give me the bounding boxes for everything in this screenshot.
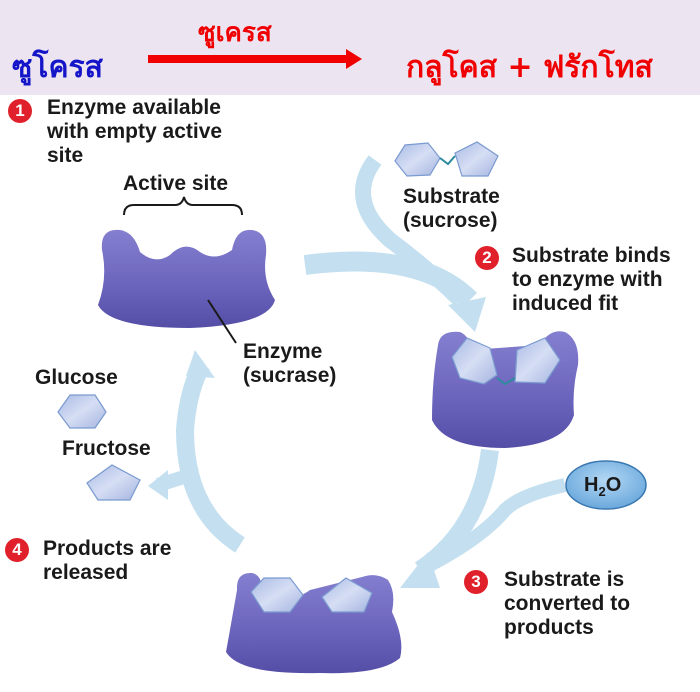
reaction-arrow	[148, 49, 362, 69]
water-label: H2O	[584, 473, 621, 504]
water-subscript: 2	[598, 484, 606, 499]
substrate-label-line-1: Substrate	[403, 185, 500, 208]
cycle-arrow-1-to-2	[303, 155, 486, 332]
water-h: H	[584, 474, 599, 496]
enzyme-label-line-2: (sucrase)	[243, 364, 337, 387]
step-1-text: Enzyme available with empty active site	[47, 96, 222, 168]
products-label: กลูโคส + ฟรักโทส	[406, 50, 653, 85]
cycle-arrow-4-to-1	[148, 350, 246, 553]
enzyme-with-products	[226, 572, 402, 674]
step-3-line-3: products	[504, 616, 594, 639]
active-site-label: Active site	[123, 172, 229, 195]
active-site-bracket	[123, 196, 243, 216]
step-1-badge: 1	[8, 99, 32, 123]
title-banner	[0, 0, 700, 95]
step-4-text: Products are released	[43, 537, 171, 585]
step-2-badge: 2	[475, 246, 499, 270]
cycle-arrow-2-to-3	[400, 448, 567, 588]
step-1-line-2: with empty active	[47, 120, 223, 143]
enzyme-label: ซูเครส	[198, 18, 272, 48]
step-2-line-1: Substrate binds	[512, 244, 671, 267]
enzyme-pointer-line	[207, 299, 237, 344]
step-1-line-1: Enzyme available	[47, 96, 221, 119]
enzyme-substrate-complex	[432, 331, 579, 448]
reactant-label: ซูโครส	[12, 50, 103, 85]
enzyme-empty	[98, 229, 275, 328]
step-3-line-1: Substrate is	[504, 568, 625, 591]
step-2-text: Substrate binds to enzyme with induced f…	[512, 244, 671, 316]
water-molecule	[565, 460, 647, 510]
step-4-line-2: released	[43, 561, 129, 584]
substrate-label: Substrate (sucrose)	[403, 185, 500, 233]
glucose-label: Glucose	[35, 366, 118, 389]
step-3-badge: 3	[464, 570, 488, 594]
step-3-text: Substrate is converted to products	[504, 568, 630, 640]
sucrose-molecule	[394, 141, 499, 177]
fructose-molecule	[86, 464, 141, 501]
fructose-label: Fructose	[62, 437, 151, 460]
enzyme-label-line-1: Enzyme	[243, 340, 323, 363]
step-2-line-3: induced fit	[512, 292, 619, 315]
step-4-line-1: Products are	[43, 537, 172, 560]
step-1-line-3: site	[47, 144, 84, 167]
substrate-label-line-2: (sucrose)	[403, 209, 498, 232]
step-2-line-2: to enzyme with	[512, 268, 663, 291]
step-4-badge: 4	[5, 538, 29, 562]
step-3-line-2: converted to	[504, 592, 631, 615]
glucose-molecule	[57, 394, 107, 429]
water-o: O	[605, 474, 622, 496]
enzyme-label: Enzyme (sucrase)	[243, 340, 336, 388]
